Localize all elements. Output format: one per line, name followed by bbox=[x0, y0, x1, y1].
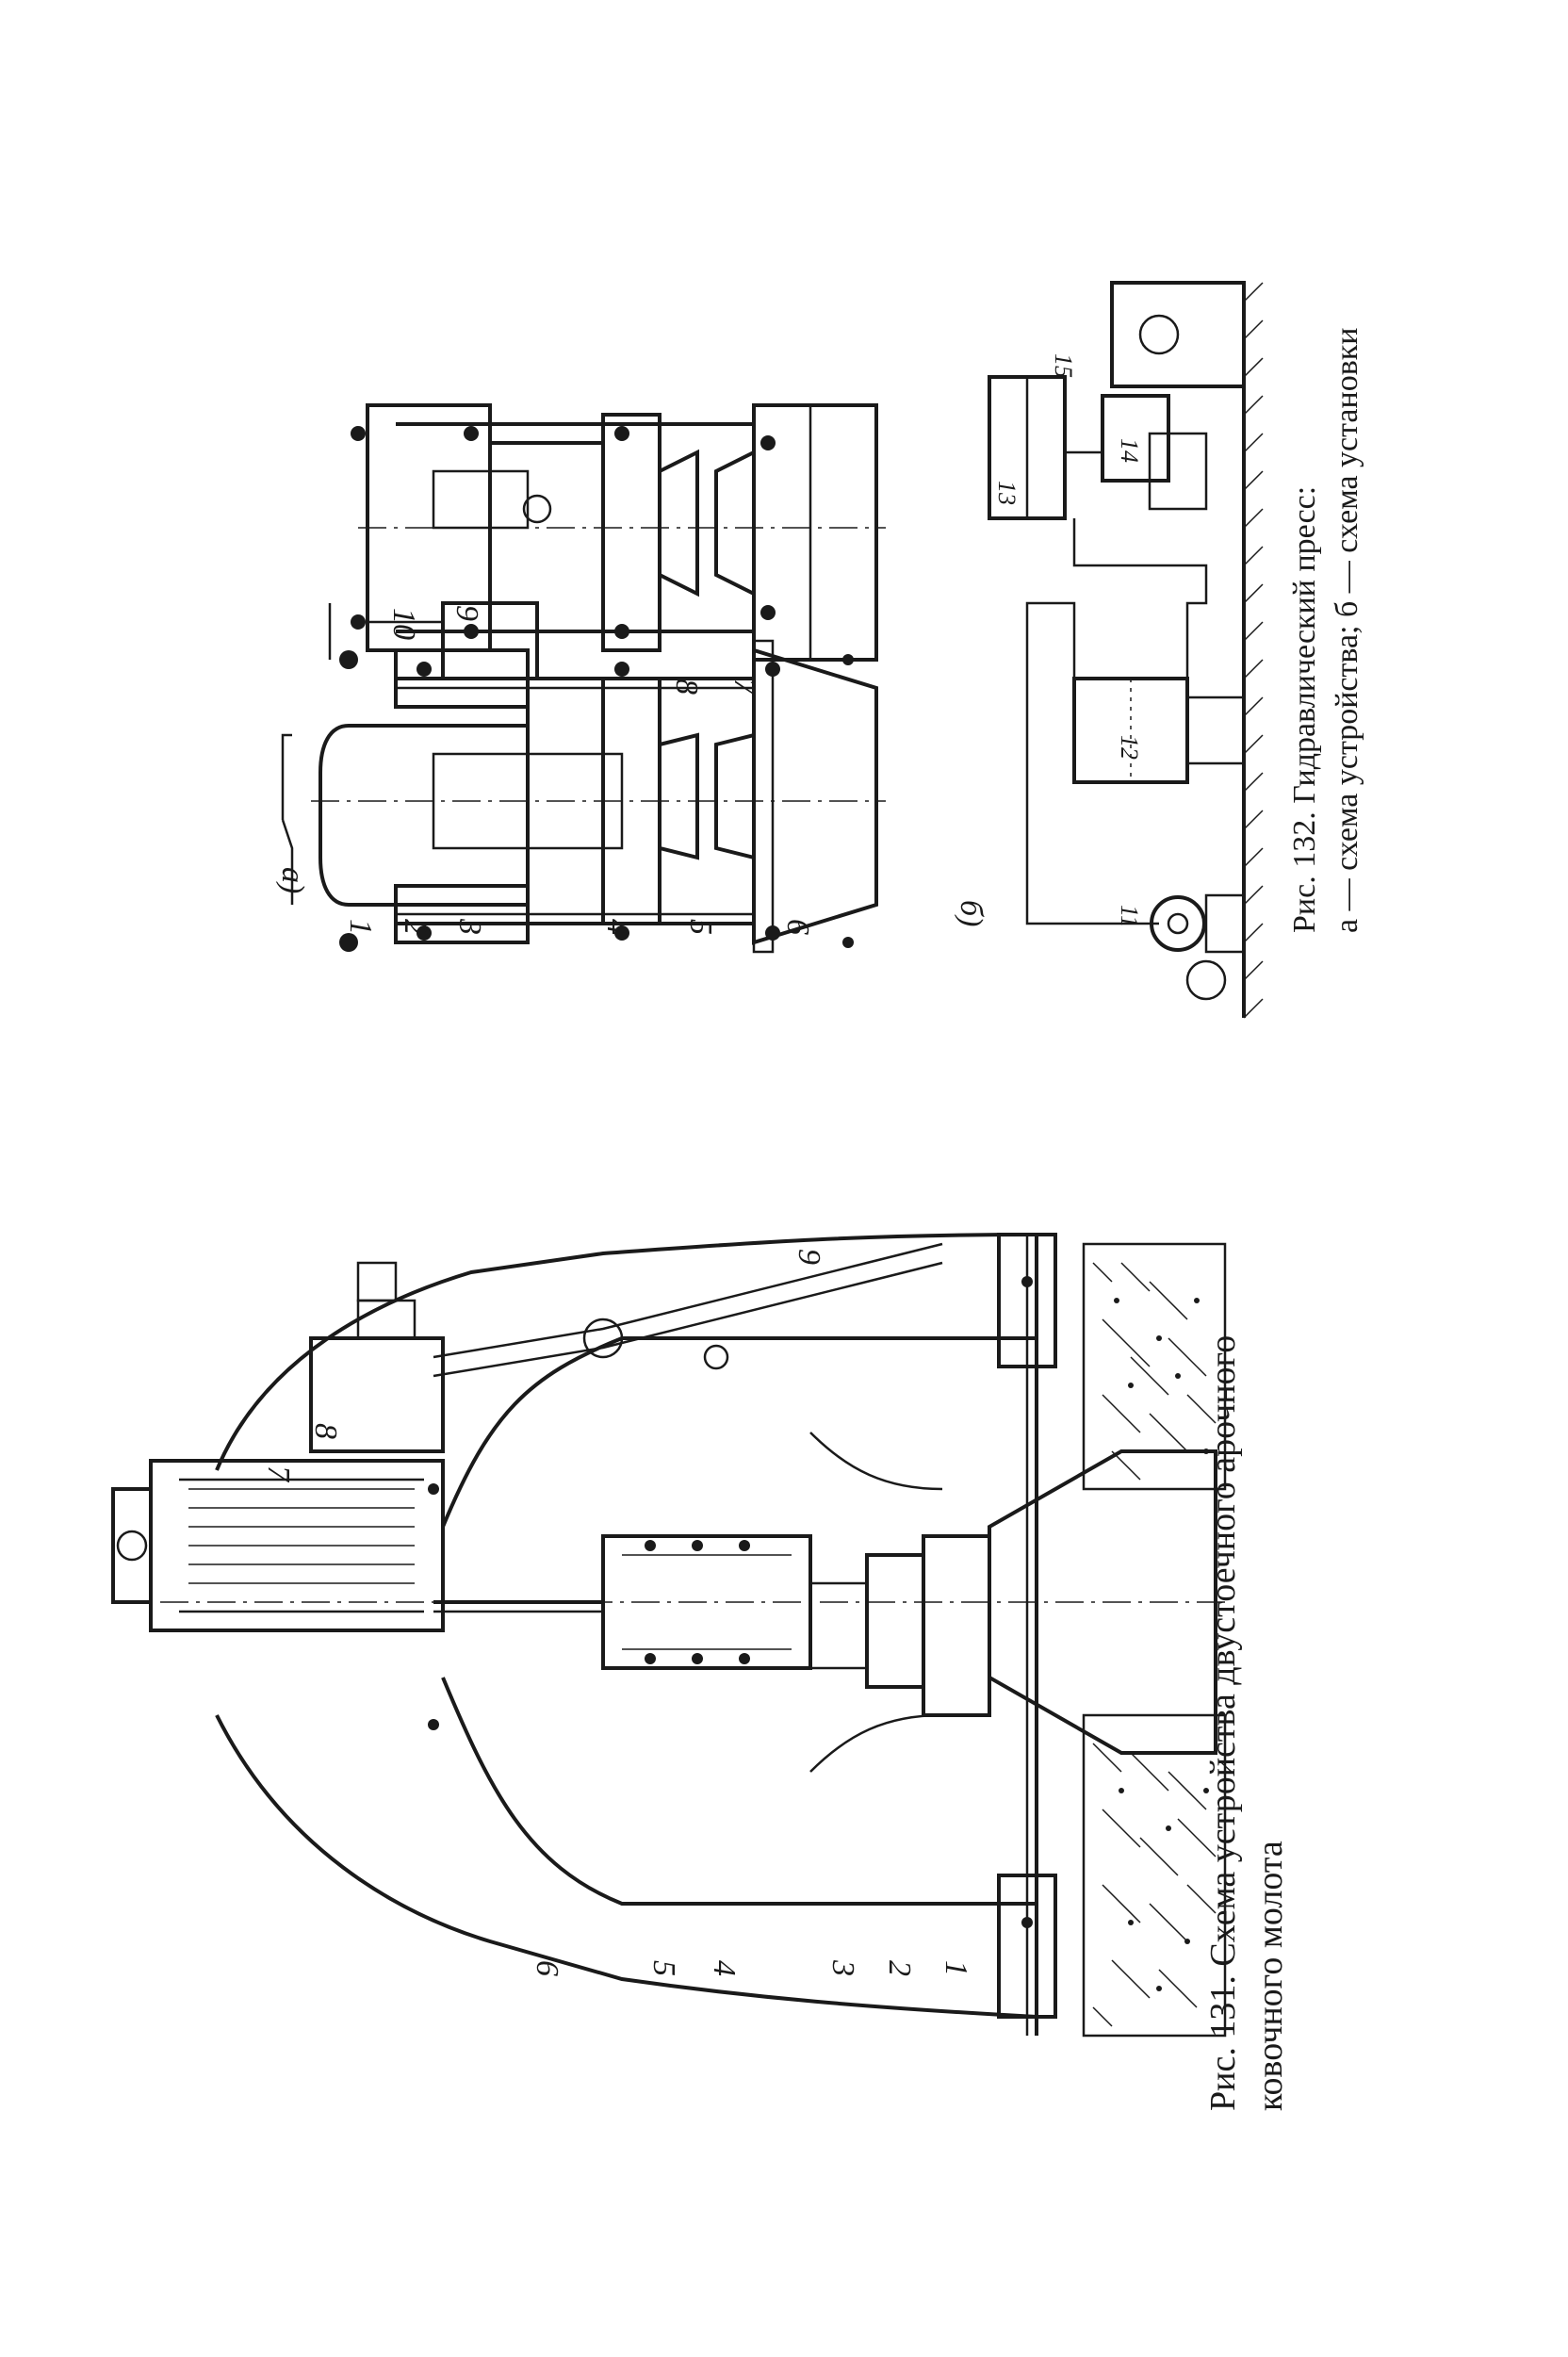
fig131-label: 5 bbox=[646, 1960, 681, 1976]
fig131-label: 7 bbox=[261, 1465, 296, 1483]
fig131-label: 4 bbox=[707, 1960, 742, 1976]
fig132a-label: 9 bbox=[449, 605, 484, 621]
foundation-hatching bbox=[1082, 1242, 1227, 2038]
figure-131-drawing bbox=[111, 1233, 1227, 2038]
fig132-label-b: б) bbox=[954, 900, 988, 926]
figure-132a-drawing bbox=[281, 565, 886, 954]
figure-131-caption: Рис. 131. Схема устройства двустоечного … bbox=[1203, 1335, 1290, 2111]
fig132a-label: 6 bbox=[780, 919, 815, 935]
fig132a-label: 4 bbox=[600, 919, 635, 935]
fig132a-label: 2 bbox=[398, 919, 433, 935]
fig132-label-a: а) bbox=[275, 867, 310, 893]
figure-131-labels: 1 2 3 4 5 6 7 8 9 bbox=[261, 1249, 973, 1976]
fig131-caption-line2: ковочного молота bbox=[1250, 1841, 1290, 2111]
fig132b-label: 13 bbox=[993, 481, 1021, 505]
fig132b-label: 15 bbox=[1050, 353, 1077, 378]
fig132a-label: 5 bbox=[683, 919, 718, 935]
fig132-caption-line2: а — схема устройства; б — схема установк… bbox=[1330, 328, 1364, 933]
fig132a-label: 8 bbox=[669, 679, 704, 695]
fig131-label: 9 bbox=[792, 1249, 826, 1265]
figure-132a-side-view bbox=[351, 403, 886, 662]
fig131-label: 6 bbox=[530, 1960, 564, 1976]
fig132a-label: 3 bbox=[452, 918, 487, 935]
fig131-label: 2 bbox=[882, 1960, 917, 1976]
fig131-label: 8 bbox=[308, 1423, 343, 1439]
fig131-caption-line1: Рис. 131. Схема устройства двустоечного … bbox=[1203, 1335, 1243, 2111]
fig132b-label: 14 bbox=[1116, 438, 1143, 463]
figure-132b-drawing bbox=[988, 281, 1264, 1019]
fig131-label: 1 bbox=[939, 1960, 973, 1976]
fig132a-label: 7 bbox=[727, 679, 762, 696]
figure-132-caption: Рис. 132. Гидравлический пресс: а — схем… bbox=[1287, 328, 1364, 933]
fig131-label: 3 bbox=[825, 1959, 860, 1976]
fig132b-label: 11 bbox=[1116, 905, 1143, 927]
fig132-caption-line1: Рис. 132. Гидравлический пресс: bbox=[1287, 486, 1322, 933]
fig132a-label: 10 bbox=[386, 608, 421, 640]
fig132a-label: 1 bbox=[343, 919, 378, 935]
fig132b-label: 12 bbox=[1116, 735, 1143, 760]
figure-132-labels: а) 1 2 3 4 5 6 7 8 9 10 б) 11 12 13 14 1… bbox=[275, 353, 1143, 935]
